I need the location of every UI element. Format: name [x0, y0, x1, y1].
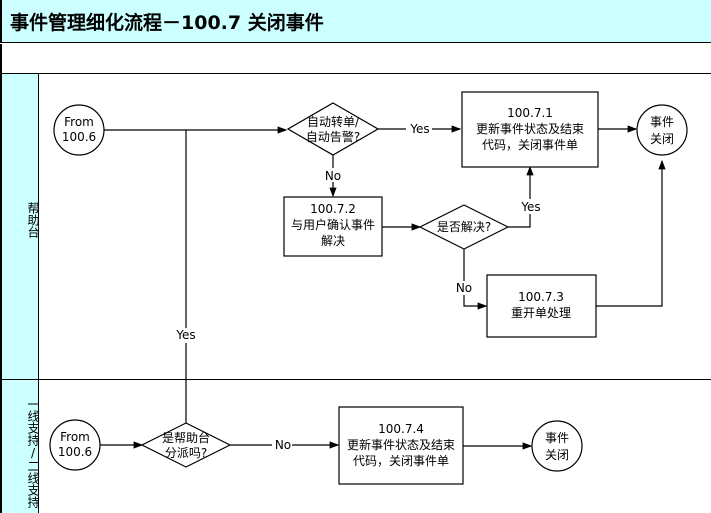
node-text: 与用户确认事件: [291, 217, 375, 232]
node-text: 关闭: [650, 132, 674, 146]
title-bar: 事件管理细化流程－100.7 关闭事件: [0, 0, 711, 43]
edge-label-yes: Yes: [409, 122, 429, 136]
node-text: From: [64, 115, 94, 129]
node-text: 解决: [321, 234, 345, 248]
end-node-close-2: [531, 420, 583, 472]
lane-label-text: 帮助台: [26, 202, 40, 238]
blank-header-row: [0, 44, 711, 74]
edge-7-3-to-end: [596, 159, 666, 307]
node-text: 100.6: [62, 130, 96, 144]
node-text: From: [60, 430, 90, 444]
node-id: 100.7.4: [378, 422, 424, 436]
node-text: 是帮助台: [162, 430, 210, 445]
node-text: 更新事件状态及结束: [347, 437, 455, 452]
edge-label-no: No: [325, 169, 341, 183]
decision-helpdesk-assigned: [140, 422, 232, 468]
node-text: 事件: [545, 431, 569, 445]
process-100-7-1: [461, 91, 599, 168]
node-text: 分派吗?: [165, 446, 207, 460]
node-text: 更新事件状态及结束: [476, 121, 584, 136]
edge-resolved-no: [463, 249, 488, 310]
node-text: 事件: [650, 115, 674, 129]
node-id: 100.7.1: [507, 106, 553, 120]
decision-auto-transfer: [286, 102, 380, 156]
edge-resolved-yes: [508, 165, 534, 228]
node-text: 关闭: [545, 448, 569, 462]
edge-label-no: No: [275, 438, 291, 452]
process-100-7-3: [486, 274, 597, 338]
node-text: 是否解决?: [437, 220, 491, 234]
edge-label-yes: Yes: [175, 328, 195, 342]
lane-separator: [0, 379, 711, 380]
lane-label-helpdesk: 帮助台: [0, 74, 40, 380]
node-text: 代码，关闭事件单: [482, 138, 578, 152]
node-id: 100.7.3: [518, 290, 564, 304]
edge-label-yes: Yes: [520, 200, 540, 214]
node-id: 100.7.2: [310, 202, 356, 216]
page-title: 事件管理细化流程－100.7 关闭事件: [10, 12, 324, 34]
end-node-close-1: [636, 104, 688, 156]
edge-label-no: No: [456, 281, 472, 295]
decision-resolved: [418, 204, 510, 250]
node-text: 自动转单/: [307, 114, 360, 129]
node-text: 100.6: [58, 445, 92, 459]
node-text: 重开单处理: [511, 306, 571, 320]
start-node-from-100-6: [53, 104, 105, 156]
lane-label-text: 一线支持/二线支持: [26, 398, 40, 508]
node-text: 代码，关闭事件单: [353, 454, 449, 468]
node-text: 自动告警?: [306, 129, 360, 144]
start-node-from-100-6-lane2: [49, 419, 101, 471]
process-100-7-2: [283, 196, 383, 257]
process-100-7-4: [338, 406, 464, 485]
lane-label-support: 一线支持/二线支持: [0, 380, 40, 513]
